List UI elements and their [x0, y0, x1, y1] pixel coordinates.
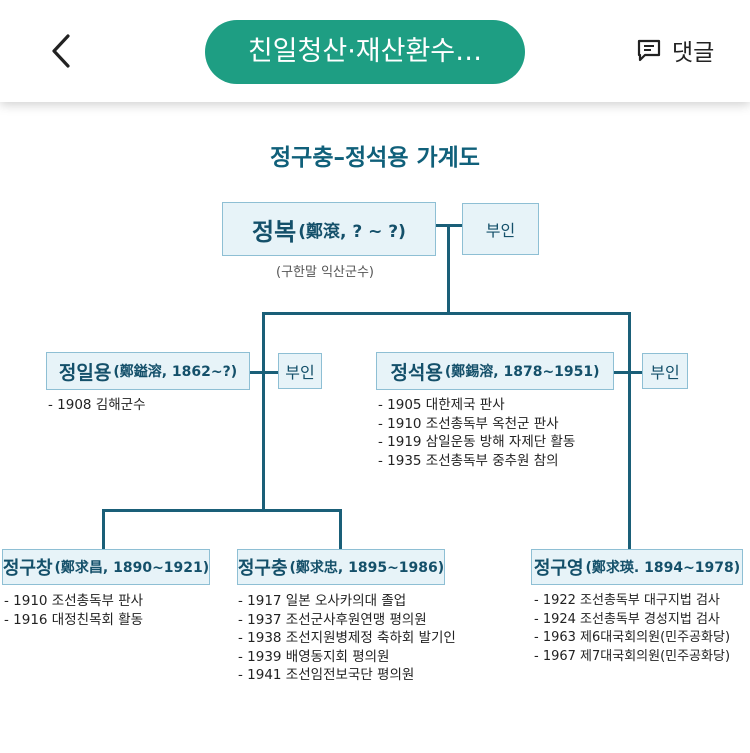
- career-item: - 1941 조선임전보국단 평의원: [238, 667, 415, 683]
- career-item: - 1939 배영동지회 평의원: [238, 648, 390, 665]
- career-item: - 1908 김해군수: [48, 397, 146, 413]
- jeong-ilyong-box: 정일용 (鄭鎰溶, 1862~?): [46, 352, 250, 390]
- root-person-detail: (鄭滾, ? ~ ?): [298, 221, 406, 242]
- career-item: - 1967 제7대국회의원(민주공화당): [534, 648, 731, 664]
- family-tree-title: 정구충–정석용 가계도: [270, 145, 480, 171]
- career-item: - 1937 조선군사후원연맹 평의원: [238, 611, 427, 628]
- jeong-guchang-box: 정구창 (鄭求昌, 1890~1921): [2, 549, 210, 585]
- jeong-guchang-career-list: - 1910 조선총독부 판사 - 1916 대정친목회 활동: [4, 592, 143, 629]
- root-person-note: (구한말 익산군수): [276, 265, 374, 280]
- jeong-guchung-drop-line: [339, 509, 342, 549]
- jeong-ilyong-spouse-box: 부인: [278, 353, 322, 389]
- career-item: - 1916 대정친목회 활동: [4, 611, 144, 628]
- jeong-guchang-detail: (鄭求昌, 1890~1921): [54, 560, 210, 576]
- jeong-ilyong-career-list: - 1908 김해군수: [48, 396, 146, 415]
- comment-label: 댓글: [672, 40, 715, 66]
- root-person-box: 정복 (鄭滾, ? ~ ?): [222, 202, 436, 256]
- gen2-branch-line: [262, 312, 631, 315]
- jeong-seokyong-box: 정석용 (鄭錫溶, 1878~1951): [376, 352, 614, 390]
- jeong-ilyong-name: 정일용: [58, 361, 112, 384]
- jeong-ilyong-spouse-link: [250, 371, 280, 374]
- jeong-seokyong-detail: (鄭錫溶, 1878~1951): [444, 364, 600, 380]
- jeong-seokyong-spouse-box: 부인: [642, 353, 688, 389]
- root-spouse-box: 부인: [462, 203, 539, 255]
- gen3-branch-line: [102, 509, 342, 512]
- jeong-guchung-name: 정구충: [237, 558, 288, 579]
- family-tree-diagram: 정구충–정석용 가계도 정복 (鄭滾, ? ~ ?) 부인 (구한말 익산군수)…: [0, 102, 750, 753]
- jeong-guchang-name: 정구창: [2, 558, 53, 579]
- jeong-guyeong-detail: (鄭求瑛. 1894~1978): [585, 560, 741, 576]
- jeong-guyeong-career-list: - 1922 조선총독부 대구지법 검사 - 1924 조선총독부 경성지법 검…: [534, 592, 730, 666]
- jeong-guyeong-box: 정구영 (鄭求瑛. 1894~1978): [531, 549, 743, 585]
- comment-button[interactable]: 댓글: [636, 30, 714, 70]
- comment-icon: [637, 39, 661, 62]
- root-trunk-line: [447, 224, 450, 314]
- jeong-guchung-detail: (鄭求忠, 1895~1986): [289, 560, 445, 576]
- career-item: - 1905 대한제국 판사: [378, 397, 505, 413]
- chevron-left-icon: [52, 34, 70, 68]
- jeong-seokyong-trunk-line: [628, 312, 631, 549]
- jeong-seokyong-spouse-link: [614, 371, 644, 374]
- jeong-seokyong-career-list: - 1905 대한제국 판사 - 1910 조선총독부 옥천군 판사 - 191…: [378, 396, 575, 470]
- jeong-guchung-career-list: - 1917 일본 오사카의대 졸업 - 1937 조선군사후원연맹 평의원 -…: [238, 592, 456, 685]
- top-app-bar: 친일청산·재산환수… 댓글: [0, 0, 750, 102]
- jeong-ilyong-detail: (鄭鎰溶, 1862~?): [113, 364, 238, 380]
- career-item: - 1924 조선총독부 경성지법 검사: [534, 611, 720, 627]
- career-item: - 1917 일본 오사카의대 졸업: [238, 593, 407, 609]
- career-item: - 1922 조선총독부 대구지법 검사: [534, 593, 720, 608]
- jeong-guchang-drop-line: [102, 509, 105, 549]
- career-item: - 1919 삼일운동 방해 자제단 활동: [378, 434, 576, 450]
- career-item: - 1963 제6대국회의원(민주공화당): [534, 630, 731, 645]
- career-item: - 1910 조선총독부 옥천군 판사: [378, 415, 559, 432]
- jeong-seokyong-name: 정석용: [390, 361, 443, 384]
- career-item: - 1935 조선총독부 중추원 참의: [378, 452, 559, 469]
- career-item: - 1910 조선총독부 판사: [4, 593, 144, 609]
- jeong-guchung-box: 정구충 (鄭求忠, 1895~1986): [237, 549, 445, 585]
- article-title-pill[interactable]: 친일청산·재산환수…: [205, 20, 525, 84]
- jeong-ilyong-trunk-line: [262, 312, 265, 512]
- back-button[interactable]: [40, 28, 84, 74]
- root-person-name: 정복: [252, 217, 297, 246]
- career-item: - 1938 조선지원병제정 축하회 발기인: [238, 630, 456, 646]
- jeong-guyeong-name: 정구영: [533, 558, 584, 579]
